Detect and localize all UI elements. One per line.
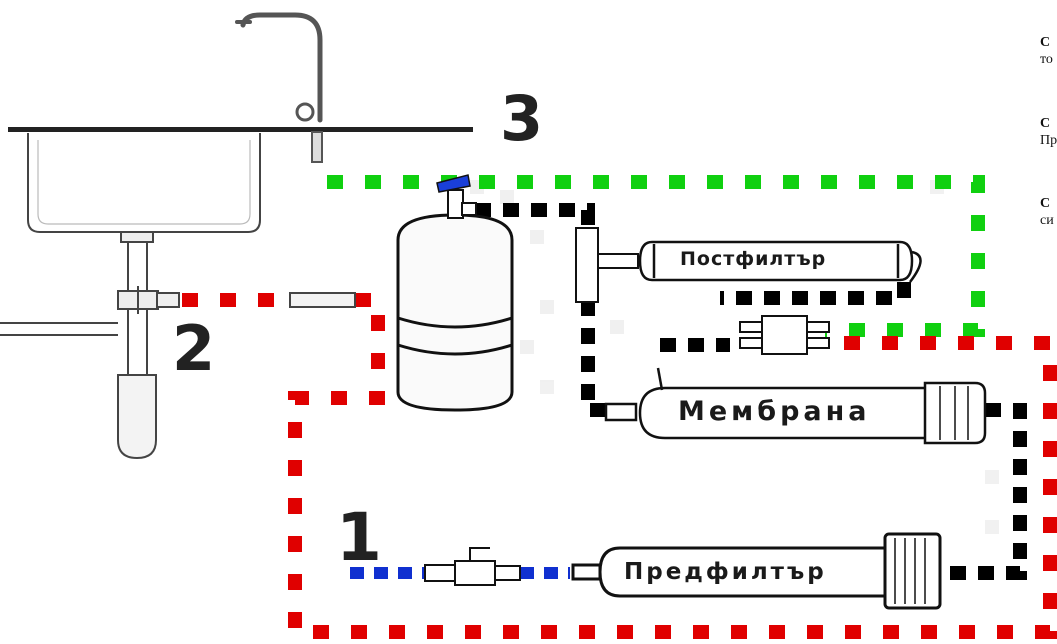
wall-pipe	[0, 322, 118, 336]
postfilter-housing	[638, 240, 922, 283]
prefilter-housing	[571, 532, 942, 610]
supply-valve-icon	[117, 286, 180, 314]
flow-restrictor-icon	[739, 315, 830, 355]
outlet-line-green	[327, 175, 985, 337]
side-note-3-line: си	[1040, 213, 1054, 228]
step-1-number: 1	[336, 499, 382, 576]
step-3-number: 3	[500, 82, 544, 155]
drain-trap	[117, 374, 157, 460]
supply-line-red	[182, 293, 1057, 639]
postfilter-label: Постфилтър	[680, 248, 827, 270]
tee-connector	[575, 227, 599, 303]
sink-basin	[27, 133, 261, 233]
side-note-1: С то	[1040, 34, 1053, 68]
sink-drain-neck	[120, 231, 154, 243]
membrane-housing	[604, 367, 987, 445]
inlet-ball-valve-icon	[424, 547, 521, 586]
prefilter-label: Предфилтър	[624, 559, 827, 585]
side-note-2: С Пр	[1040, 115, 1057, 149]
background-grid-pattern	[470, 180, 999, 534]
membrane-label: Мембрана	[678, 396, 871, 427]
countertop	[8, 127, 473, 132]
internal-lines-black	[475, 203, 1027, 580]
side-note-1-title: С	[1040, 35, 1051, 50]
side-note-1-line: то	[1040, 52, 1053, 67]
storage-tank	[396, 189, 514, 412]
side-note-3: С си	[1040, 195, 1054, 229]
side-note-2-line: Пр	[1040, 133, 1057, 148]
side-note-3-title: С	[1040, 196, 1051, 211]
tank-valve-handle-icon	[436, 174, 471, 193]
supply-inline-fitting	[289, 292, 356, 308]
side-note-2-title: С	[1040, 116, 1051, 131]
faucet-icon	[235, 12, 323, 163]
step-2-number: 2	[172, 312, 216, 385]
